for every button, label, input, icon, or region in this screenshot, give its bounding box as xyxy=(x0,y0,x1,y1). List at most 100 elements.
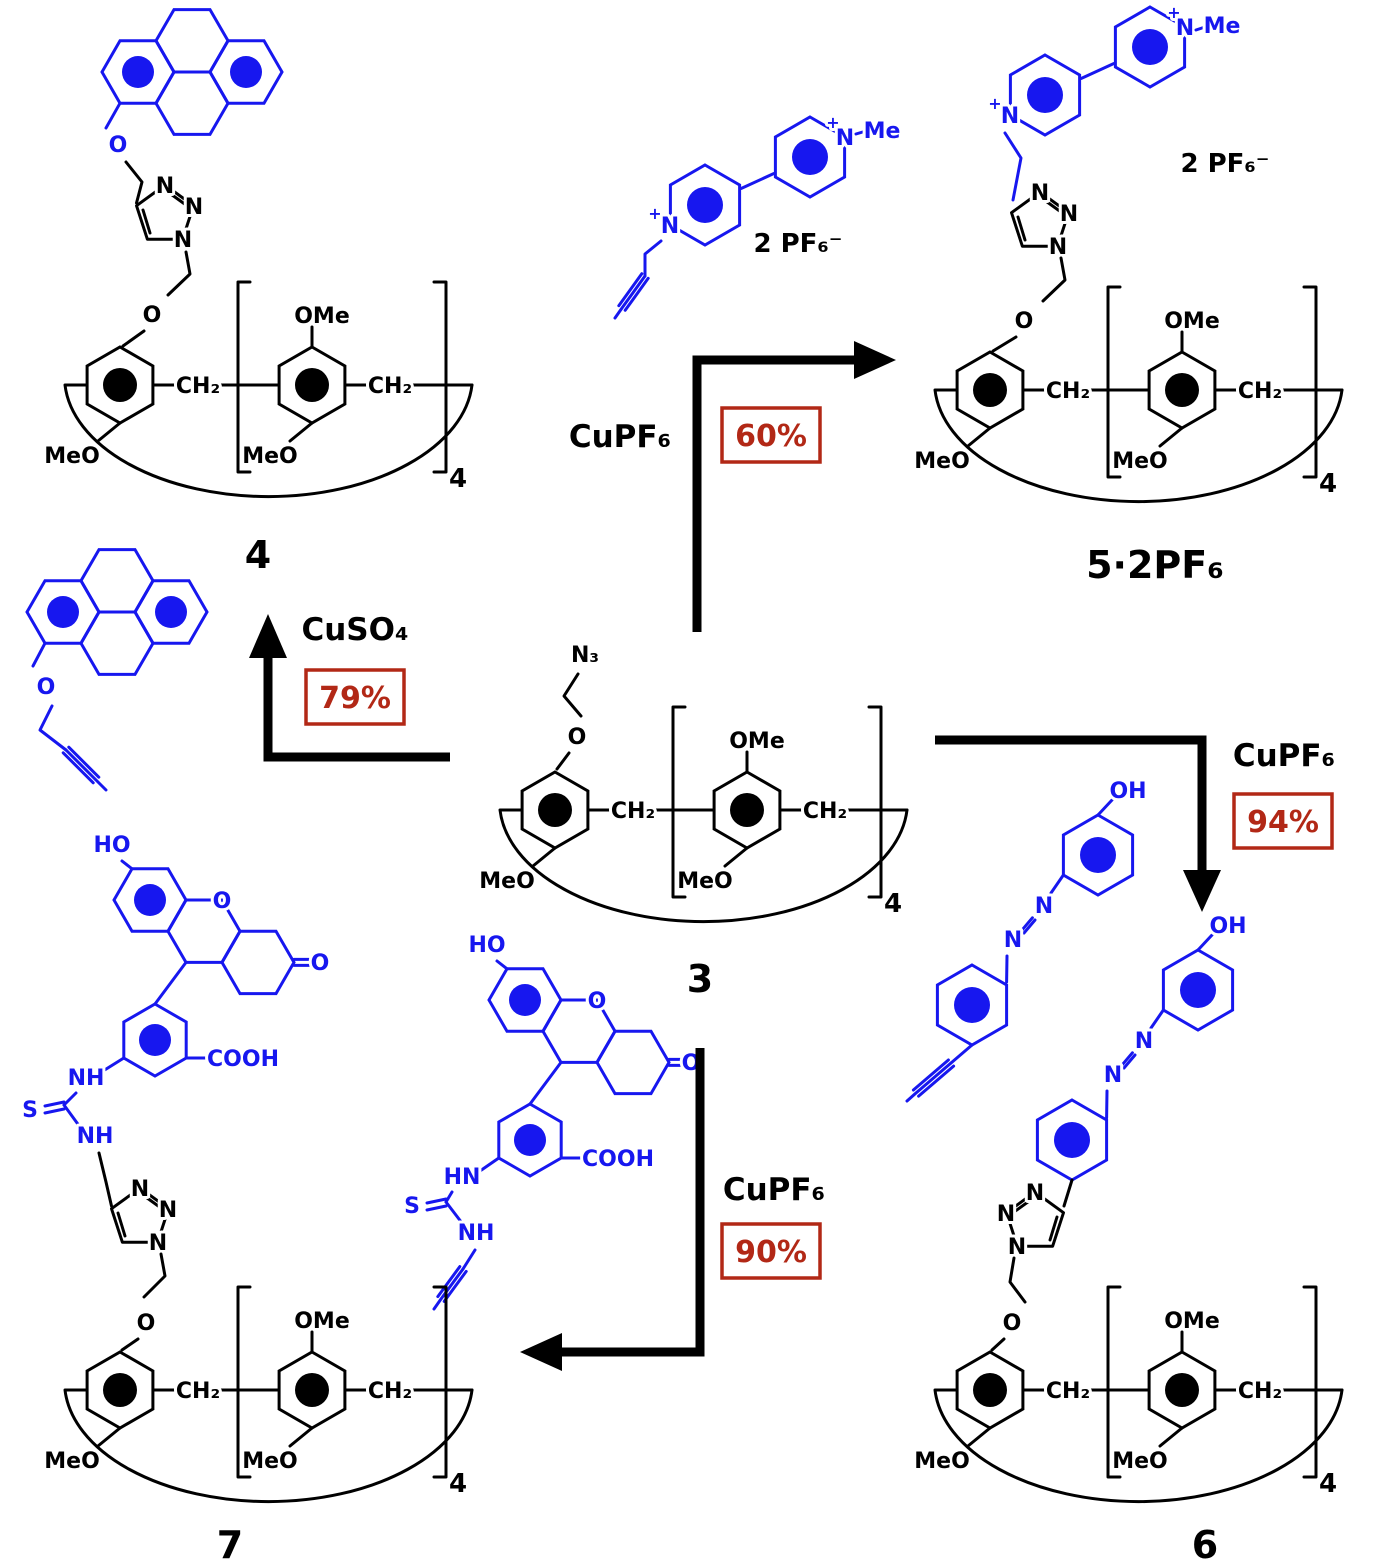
n-label: N xyxy=(997,1202,1015,1227)
catalyst-label: CuPF₆ xyxy=(723,1172,825,1208)
hn-label: HN xyxy=(444,1165,481,1190)
repeat-brackets xyxy=(236,1285,448,1479)
yield-box xyxy=(304,668,406,726)
yield-badge: 60% xyxy=(720,406,822,464)
n-label: N xyxy=(1104,1063,1122,1088)
repeat-brackets xyxy=(236,280,448,474)
bond xyxy=(444,1190,454,1204)
meo-label: MeO xyxy=(1112,1449,1168,1474)
ether-o-label: O xyxy=(109,133,128,158)
compound-number-4: 4 xyxy=(245,533,271,577)
reagent-fluorescein: HO O O COOH HN S NH xyxy=(401,930,703,1311)
arrowhead xyxy=(1183,870,1221,912)
methyl-label: Me xyxy=(864,119,901,144)
bond xyxy=(461,1248,477,1271)
bond xyxy=(1003,131,1023,202)
cooh-label: COOH xyxy=(582,1147,654,1172)
yield-value: 90% xyxy=(735,1235,807,1270)
repeat-count: 4 xyxy=(449,464,467,494)
arrowhead xyxy=(520,1333,562,1371)
ether-o-label: O xyxy=(568,725,587,750)
ch2-label: CH₂ xyxy=(1046,1379,1090,1404)
bond xyxy=(142,1252,167,1299)
compound-6: OH N N N N N O CH₂ CH₂ OMe MeO MeO xyxy=(911,911,1344,1565)
ome-label: OMe xyxy=(729,729,785,754)
triazole-ring: N N N xyxy=(110,1174,180,1259)
yield-value: 94% xyxy=(1247,805,1319,840)
bond xyxy=(990,1337,1006,1352)
oh-label: OH xyxy=(1109,779,1146,804)
triazole-pentagon xyxy=(110,1186,170,1244)
double-bond xyxy=(141,190,188,235)
bond xyxy=(1008,1256,1027,1304)
ho-label: HO xyxy=(468,933,505,958)
bond xyxy=(495,959,509,971)
bond xyxy=(1196,933,1214,952)
macrocycle: CH₂ CH₂ OMe MeO MeO 4 xyxy=(41,280,474,499)
bond xyxy=(1049,873,1065,895)
n-label: N xyxy=(1008,1235,1026,1260)
carbonyl-o-label: O xyxy=(311,951,330,976)
compound-number-6: 6 xyxy=(1192,1523,1218,1565)
ch2-label: CH₂ xyxy=(176,374,220,399)
ch2-label: CH₂ xyxy=(803,799,847,824)
bond xyxy=(1149,1008,1165,1030)
macrocycle-loop xyxy=(933,388,1344,504)
macrocycle: CH₂ CH₂ OMe MeO MeO 4 xyxy=(476,705,909,924)
macrocycle-bonds xyxy=(966,1330,1344,1448)
bond xyxy=(854,129,868,136)
n-label: N xyxy=(1176,16,1194,41)
meo-label: MeO xyxy=(914,1449,970,1474)
ch2-label: CH₂ xyxy=(1238,1379,1282,1404)
triazole-pentagon xyxy=(1010,190,1070,248)
reagent-azobenzene: OH N N xyxy=(905,776,1150,1103)
reaction-to-4: CuSO₄ 79% xyxy=(249,612,450,762)
triazole-pentagon xyxy=(1005,1190,1065,1248)
ether-o-label: O xyxy=(137,1311,156,1336)
ch2-label: CH₂ xyxy=(611,799,655,824)
ome-label: OMe xyxy=(294,1309,350,1334)
yield-value: 79% xyxy=(319,681,391,716)
counterion-label: 2 PF₆⁻ xyxy=(1180,149,1269,179)
carbonyl-double-bond xyxy=(292,957,311,967)
methyl-label: Me xyxy=(1204,14,1241,39)
plus-charge: + xyxy=(826,113,839,132)
cooh-label: COOH xyxy=(207,1047,279,1072)
bond xyxy=(949,1043,974,1065)
catalyst-label: CuPF₆ xyxy=(1233,738,1335,774)
n-label: N xyxy=(131,1177,149,1202)
s-label: S xyxy=(22,1098,38,1123)
ome-label: OMe xyxy=(294,304,350,329)
catalyst-label: CuPF₆ xyxy=(569,419,671,455)
double-bond xyxy=(116,1193,163,1238)
meo-label: MeO xyxy=(479,869,535,894)
bond xyxy=(62,1091,78,1107)
bond xyxy=(153,960,188,1006)
yield-badge: 79% xyxy=(304,668,406,726)
ch2-label: CH₂ xyxy=(1238,379,1282,404)
macrocycle-loop xyxy=(498,808,909,924)
ring-o-label: O xyxy=(213,889,232,914)
n-label: N xyxy=(1049,235,1067,260)
double-bond xyxy=(1016,197,1063,242)
repeat-count: 4 xyxy=(884,889,902,919)
catalyst-label: CuSO₄ xyxy=(301,612,408,648)
alkyne-triple-bond xyxy=(613,272,650,320)
thiocarbonyl-double-bond xyxy=(425,1197,448,1212)
bond xyxy=(739,172,776,190)
alkyne-triple-bond xyxy=(905,1058,956,1103)
meo-label: MeO xyxy=(914,449,970,474)
n-label: N xyxy=(159,1198,177,1223)
ch2-label: CH₂ xyxy=(368,1379,412,1404)
arrowhead xyxy=(249,614,287,658)
triazole-ring: N N N xyxy=(1010,178,1081,263)
nh-label: NH xyxy=(458,1221,495,1246)
n-label: N xyxy=(1135,1029,1153,1054)
repeat-brackets xyxy=(1106,1285,1318,1479)
compound-number-7: 7 xyxy=(217,1523,243,1565)
alkyne-triple-bond xyxy=(61,745,108,792)
compound-7: HO O O COOH NH S NH N N N O xyxy=(19,830,474,1565)
reaction-arrow xyxy=(556,1048,705,1357)
bond xyxy=(166,250,192,297)
